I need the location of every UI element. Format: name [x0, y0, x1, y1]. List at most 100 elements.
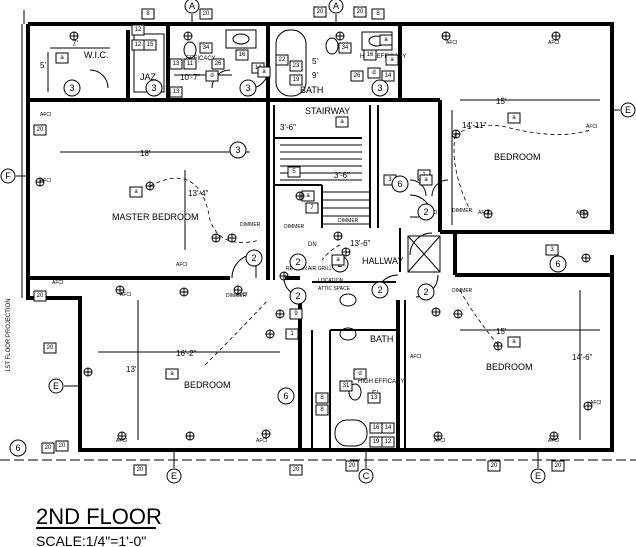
square-tag: 15 — [143, 39, 157, 51]
afci-label: AFCI — [120, 292, 131, 298]
circle-tag: 2 — [289, 287, 307, 305]
svg-text:a: a — [384, 37, 388, 43]
svg-text:d: d — [372, 70, 375, 76]
svg-text:12: 12 — [385, 439, 392, 445]
svg-text:3: 3 — [69, 83, 74, 93]
light-fixture — [185, 431, 195, 441]
square-tag: 5 — [287, 166, 301, 178]
light-fixture — [335, 31, 345, 41]
afci-label: AFCI — [236, 292, 247, 298]
letter-tag: a — [331, 254, 345, 266]
svg-text:5: 5 — [292, 169, 296, 175]
svg-text:a: a — [170, 371, 174, 377]
afci-label: AFCI — [52, 280, 63, 286]
grid-marker: E — [612, 102, 636, 118]
svg-text:2: 2 — [377, 285, 382, 295]
light-fixture — [261, 429, 271, 439]
room-label-bath-mid: BATH — [370, 334, 393, 344]
svg-text:11: 11 — [187, 61, 194, 67]
square-tag: 13 — [169, 86, 183, 98]
square-tag: 3 — [545, 244, 559, 256]
letter-tag: d — [205, 70, 219, 82]
light-fixture — [227, 233, 237, 243]
square-tag: 20 — [43, 342, 57, 354]
svg-text:a: a — [336, 257, 340, 263]
square-tag: 8 — [141, 8, 155, 20]
svg-text:20: 20 — [491, 463, 498, 469]
grid-marker: C — [358, 450, 374, 484]
light-fixture — [583, 401, 593, 411]
svg-text:20: 20 — [47, 345, 54, 351]
room-label-wic: W.I.C. — [84, 50, 109, 60]
svg-text:13: 13 — [173, 89, 180, 95]
light-fixture — [341, 247, 351, 257]
svg-text:A: A — [189, 1, 195, 11]
svg-text:34: 34 — [203, 45, 210, 51]
svg-text:3: 3 — [377, 83, 382, 93]
square-tag: 31 — [339, 380, 353, 392]
afci-label: AFCI — [176, 262, 187, 268]
square-tag: 34 — [199, 42, 213, 54]
afci-label: AFCI — [410, 354, 421, 360]
light-fixture — [179, 287, 189, 297]
label-dimmer-sw: DIMMER — [226, 293, 247, 299]
square-tag: 26 — [211, 58, 225, 70]
svg-text:2: 2 — [251, 253, 256, 263]
square-tag: 8 — [315, 404, 329, 416]
svg-text:2: 2 — [295, 291, 300, 301]
square-tag: 19 — [289, 74, 303, 86]
circle-tag: 6 — [9, 439, 27, 457]
svg-text:20: 20 — [349, 463, 356, 469]
circle-tag: 2 — [417, 203, 435, 221]
svg-text:23: 23 — [293, 63, 300, 69]
square-tag: 20 — [133, 464, 147, 476]
square-tag: 13 — [169, 58, 183, 70]
svg-text:20: 20 — [45, 445, 52, 451]
afci-label: AFCI — [446, 40, 457, 46]
dimension-master-width: 18' — [140, 149, 151, 158]
svg-text:26: 26 — [354, 73, 361, 79]
square-tag: 23 — [289, 60, 303, 72]
svg-text:20: 20 — [59, 443, 66, 449]
svg-text:a: a — [60, 55, 64, 61]
light-fixture — [453, 309, 463, 319]
svg-text:A: A — [333, 1, 339, 11]
square-tag: 20 — [41, 442, 55, 454]
light-fixture — [581, 253, 591, 263]
svg-text:6: 6 — [283, 391, 288, 401]
circle-tag: 6 — [549, 255, 567, 273]
grid-marker: E — [530, 450, 546, 484]
circle-tag: 3 — [145, 79, 163, 97]
circle-tags: 3333622222232666 — [9, 79, 567, 457]
room-label-stairway: STAIRWAY — [305, 106, 350, 116]
square-tag: 20 — [33, 290, 47, 302]
dimension-master-height: 13'-4" — [188, 189, 209, 198]
afci-label: AFCI — [40, 178, 51, 184]
afci-label: AFCI — [586, 124, 597, 130]
square-tag: 20 — [345, 460, 359, 472]
svg-text:2: 2 — [423, 207, 428, 217]
svg-text:19: 19 — [373, 439, 380, 445]
svg-text:20: 20 — [137, 467, 144, 473]
light-fixture — [433, 431, 443, 441]
svg-text:a: a — [390, 57, 394, 63]
svg-text:E: E — [535, 471, 541, 481]
svg-text:a: a — [340, 119, 344, 125]
label-dimmer-master: DIMMER — [240, 222, 261, 228]
room-label-master-bedroom: MASTER BEDROOM — [112, 212, 199, 222]
light-fixture — [549, 431, 559, 441]
circle-tag: 2 — [371, 281, 389, 299]
svg-text:6: 6 — [555, 259, 560, 269]
svg-text:3: 3 — [550, 247, 554, 253]
light-fixture — [333, 231, 343, 241]
svg-text:7: 7 — [310, 205, 314, 211]
light-fixture — [551, 31, 561, 41]
room-label-bath-top: BATH — [300, 85, 323, 95]
svg-text:a: a — [424, 177, 428, 183]
svg-text:8: 8 — [320, 407, 324, 413]
light-fixture — [117, 431, 127, 441]
svg-text:13: 13 — [371, 395, 378, 401]
light-fixture — [441, 31, 451, 41]
